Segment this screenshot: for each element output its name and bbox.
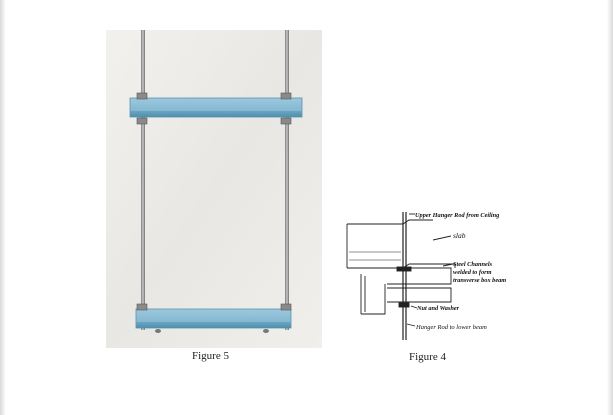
left-edge-shadow — [0, 0, 6, 415]
figure-4-caption: Figure 4 — [409, 351, 446, 363]
right-edge-shadow — [607, 0, 613, 415]
label-welded: welded to form — [453, 269, 492, 276]
label-upper-rod: Upper Hanger Rod from Ceiling — [415, 212, 499, 219]
upper-beam — [129, 92, 303, 125]
lower-beam — [135, 303, 292, 333]
label-steel-channels: Steel Channels — [453, 261, 493, 268]
photo-background — [106, 30, 322, 348]
label-nut-washer: Nut and Washer — [416, 305, 460, 312]
label-slab: slab — [453, 231, 466, 240]
left-rod — [141, 30, 145, 330]
figure-4-drawing: Upper Hanger Rod from Ceiling slab Steel… — [343, 204, 533, 344]
label-lower-rod: Hanger Rod to lower beam — [415, 324, 487, 331]
figure-5-caption: Figure 5 — [192, 350, 229, 362]
label-box-beam: transverse box beam — [453, 277, 506, 284]
right-rod — [285, 30, 289, 330]
figure-5-photo — [106, 30, 322, 348]
